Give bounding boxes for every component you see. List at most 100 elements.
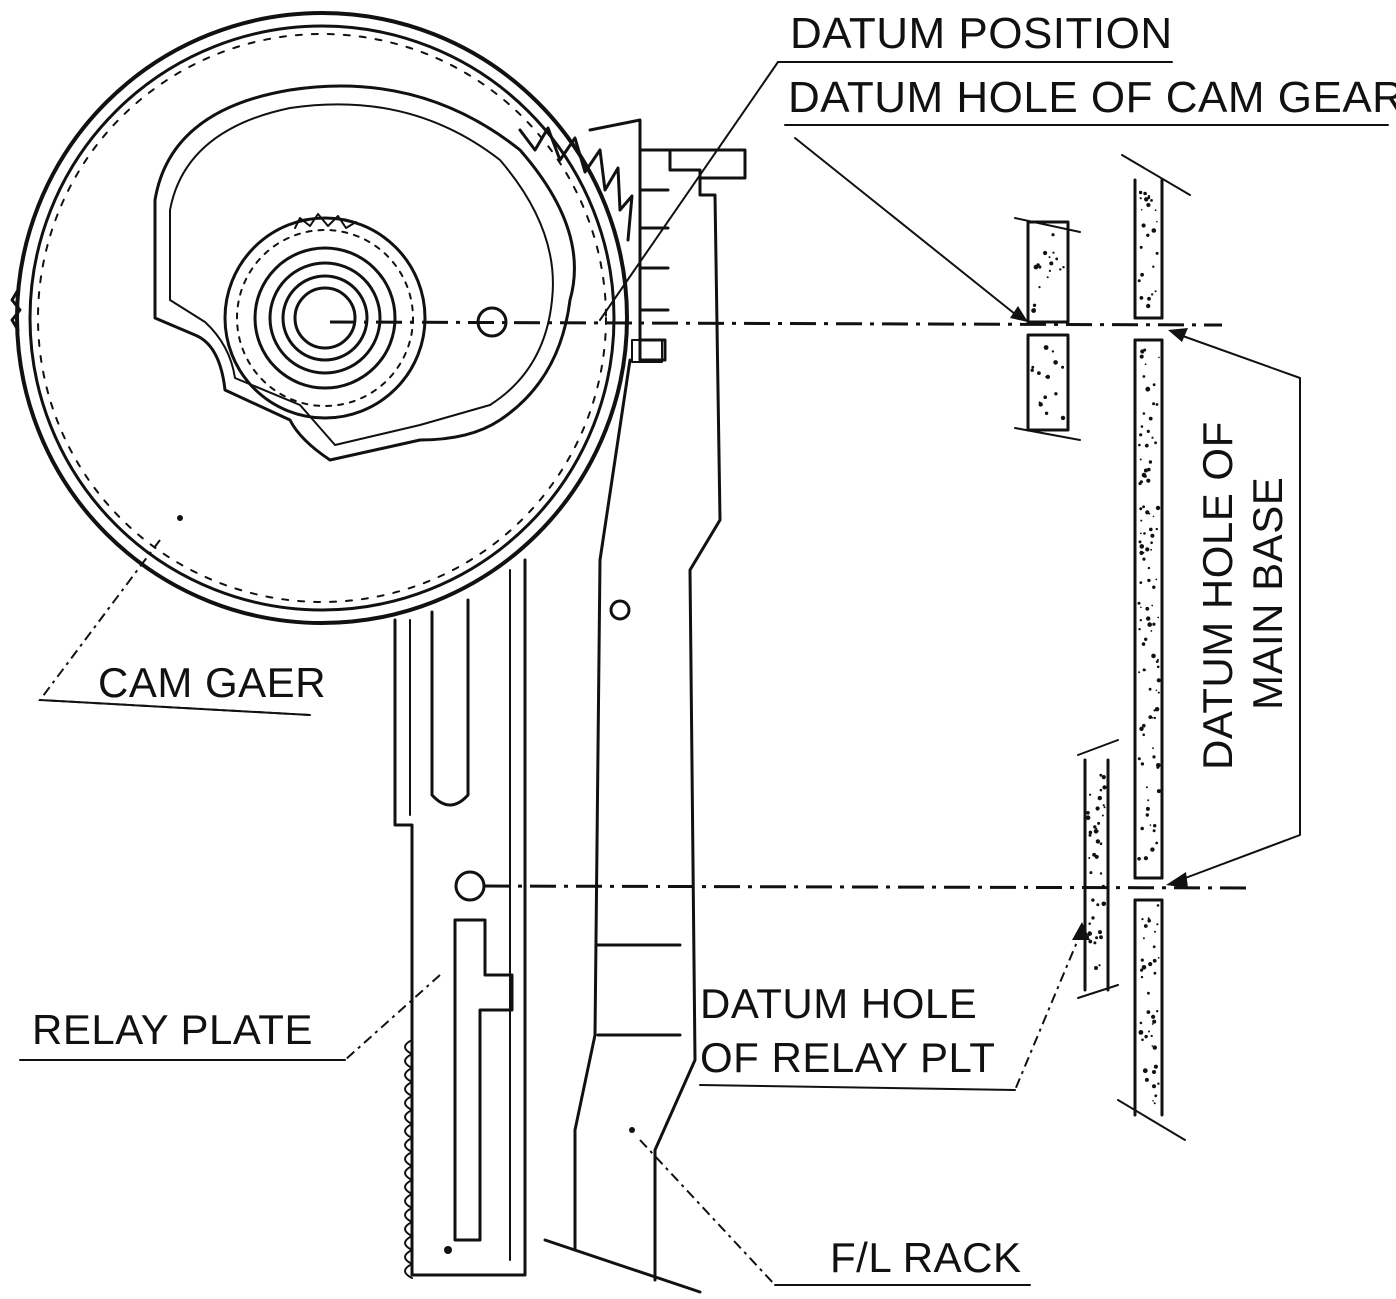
stipple-dot — [1099, 773, 1103, 777]
stipple-dot — [1145, 510, 1150, 515]
label-cam-gear: CAM GAER — [98, 659, 326, 706]
stipple-dot — [1139, 1021, 1143, 1025]
stipple-dot — [1060, 415, 1066, 421]
label-datum-hole-main-base: DATUM HOLE OF MAIN BASE — [1194, 421, 1291, 770]
label-datum-position: DATUM POSITION — [790, 9, 1173, 58]
stipple-dot — [1088, 922, 1091, 925]
stipple-dot — [1086, 811, 1090, 815]
stipple-dot — [1151, 1045, 1154, 1047]
main-base — [1014, 154, 1191, 1141]
stipple-dot — [1158, 356, 1160, 359]
stipple-dot — [1144, 363, 1147, 366]
stipple-dot — [1153, 824, 1157, 828]
stipple-dot — [1144, 1034, 1148, 1039]
stipple-dot — [1088, 833, 1092, 837]
stipple-dot — [1154, 930, 1156, 933]
stipple-dot — [1153, 716, 1157, 720]
stipple-dot — [1145, 606, 1150, 611]
stipple-dot — [1139, 458, 1142, 461]
stipple-dot — [1032, 303, 1037, 307]
stipple-dot — [1103, 806, 1106, 809]
stipple-dot — [1036, 263, 1040, 267]
stipple-dot — [1101, 814, 1104, 817]
stipple-dot — [1059, 268, 1062, 271]
stipple-dot — [1048, 269, 1051, 272]
stipple-dot — [1156, 763, 1161, 768]
stipple-dot — [1148, 460, 1153, 464]
stipple-dot — [1156, 904, 1160, 907]
stipple-dot — [1153, 971, 1157, 975]
stipple-dot — [1145, 386, 1151, 392]
stipple-dot — [1085, 815, 1091, 820]
stipple-dot — [1147, 467, 1151, 472]
stipple-dot — [1157, 957, 1160, 959]
stipple-dot — [1048, 256, 1051, 259]
stipple-dot — [1142, 1068, 1148, 1074]
stipple-dot — [1152, 402, 1156, 406]
stipple-dot — [1150, 533, 1155, 538]
stipple-dot — [1054, 392, 1058, 396]
stipple-dot — [1152, 1100, 1154, 1102]
stipple-dot — [1155, 660, 1159, 663]
stipple-dot — [1140, 975, 1144, 979]
stipple-dot — [1143, 532, 1146, 535]
stipple-dot — [1148, 962, 1153, 967]
stipple-dot — [1152, 1019, 1157, 1024]
stipple-dot — [1140, 762, 1145, 766]
stipple-dot — [1139, 245, 1143, 249]
stipple-dot — [1043, 345, 1049, 350]
stipple-dot — [1156, 665, 1160, 669]
stipple-dot — [1097, 795, 1103, 801]
stipple-dot — [1139, 726, 1144, 731]
stipple-dot — [1146, 202, 1151, 208]
stipple-dot — [1154, 209, 1157, 212]
stipple-dot — [1140, 606, 1142, 609]
stipple-dot — [1145, 547, 1150, 552]
stipple-dot — [1102, 785, 1107, 790]
stipple-dot — [1096, 903, 1100, 907]
stipple-dot — [1155, 251, 1159, 255]
stipple-dot — [1140, 272, 1144, 277]
stipple-dot — [1031, 365, 1035, 369]
stipple-dot — [1152, 515, 1155, 518]
stipple-dot — [1095, 827, 1098, 830]
stipple-dot — [1152, 1070, 1156, 1074]
stipple-dot — [1087, 931, 1092, 936]
stipple-dot — [1138, 540, 1142, 544]
stipple-dot — [1139, 544, 1145, 549]
stipple-dot — [1141, 472, 1147, 478]
stipple-dot — [1098, 930, 1102, 935]
stipple-dot — [1142, 937, 1145, 940]
stipple-dot — [1095, 839, 1101, 844]
stipple-dot — [1142, 412, 1146, 415]
stipple-dot — [1055, 257, 1059, 261]
stipple-dot — [1098, 964, 1101, 967]
stipple-dot — [1097, 821, 1101, 825]
relay-plate-datum-hole — [454, 870, 486, 902]
stipple-dot — [1033, 308, 1036, 311]
stipple-dot — [1137, 857, 1141, 861]
stipple-dot — [1046, 276, 1049, 279]
stipple-dot — [1101, 775, 1106, 780]
lower-datum-line — [483, 884, 1251, 890]
stipple-dot — [1152, 755, 1156, 759]
stipple-dot — [1146, 429, 1150, 433]
stipple-dot — [1150, 548, 1153, 551]
stipple-dot — [1150, 630, 1153, 632]
stipple-dot — [1139, 532, 1142, 535]
stipple-dot — [1139, 296, 1144, 300]
stipple-dot — [1045, 375, 1048, 379]
stipple-dot — [1151, 293, 1154, 296]
stipple-dot — [1146, 233, 1150, 237]
stipple-dot — [1091, 916, 1095, 920]
stipple-dot — [1151, 436, 1154, 439]
stipple-dot — [1139, 354, 1144, 359]
stipple-dot — [1143, 924, 1148, 928]
stipple-dot — [1139, 480, 1143, 484]
stipple-dot — [1043, 395, 1047, 400]
stipple-dot — [1144, 197, 1149, 202]
stipple-dot — [1049, 261, 1054, 266]
label-main-base-line1: DATUM HOLE OF — [1194, 421, 1241, 770]
stipple-dot — [1089, 793, 1092, 796]
stipple-dot — [1147, 918, 1151, 923]
